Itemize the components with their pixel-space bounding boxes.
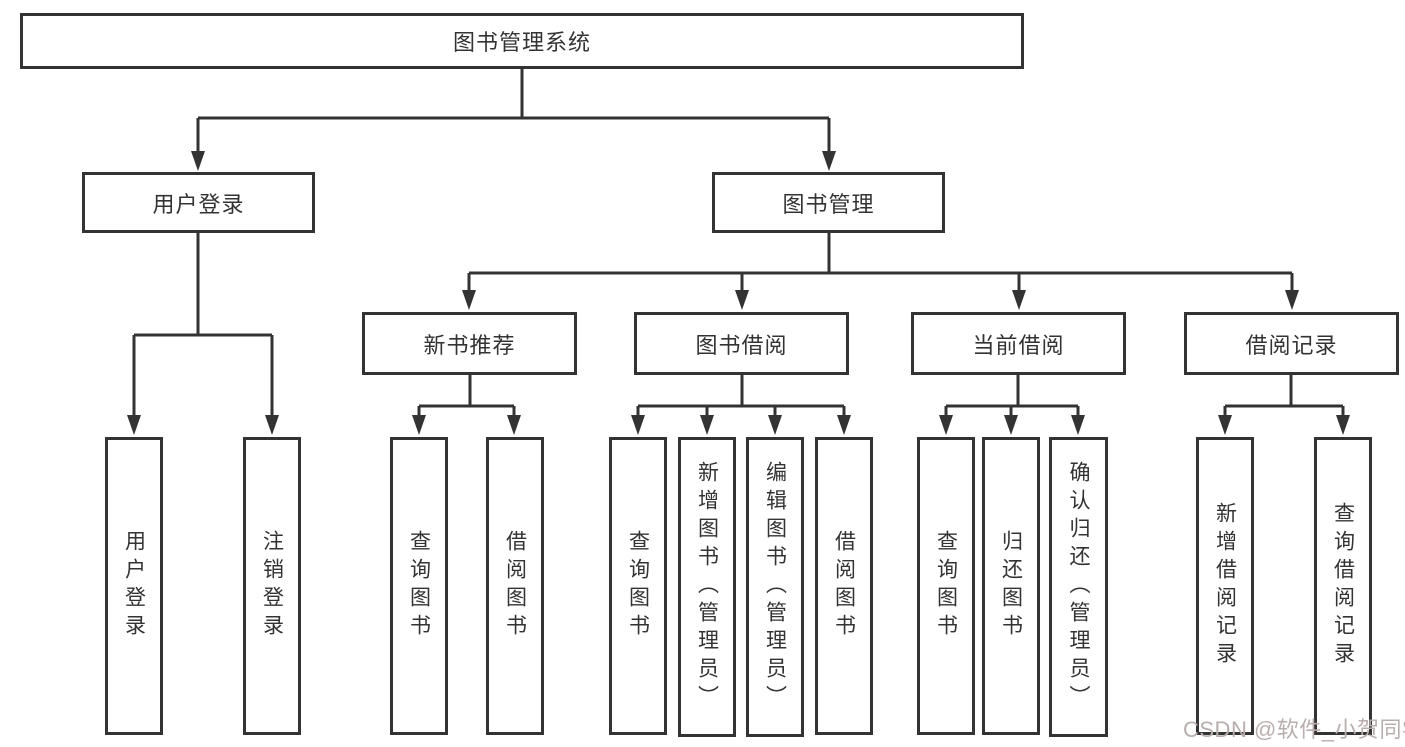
leaf-logout: 注销登录	[243, 437, 301, 735]
node-borrow-records: 借阅记录	[1184, 312, 1399, 375]
leaf-borrowing-search-books: 查询图书	[609, 437, 667, 735]
leaf-current-return-books: 归还图书	[982, 437, 1040, 735]
leaf-logout-label: 注销登录	[260, 530, 284, 642]
csdn-watermark: CSDN @软件_小贺同学	[1183, 717, 1405, 742]
node-user-login-label: 用户登录	[152, 191, 245, 217]
leaf-recommend-borrow-books: 借阅图书	[486, 437, 544, 735]
node-root-label: 图书管理系统	[452, 30, 591, 55]
leaf-records-add-record-label: 新增借阅记录	[1213, 502, 1237, 670]
node-book-borrowing-label: 图书借阅	[695, 332, 788, 358]
leaf-borrowing-search-books-label: 查询图书	[626, 530, 650, 642]
leaf-current-search-books-label: 查询图书	[934, 530, 958, 642]
node-user-login: 用户登录	[82, 172, 315, 233]
leaf-borrowing-edit-books-admin: 编辑图书（管理员）	[746, 437, 804, 737]
leaf-borrowing-edit-books-admin-label: 编辑图书（管理员）	[763, 461, 787, 713]
node-book-management-label: 图书管理	[782, 191, 875, 217]
leaf-current-confirm-return-admin-label: 确认归还（管理员）	[1067, 461, 1090, 713]
arrowheads	[127, 151, 1350, 435]
leaf-records-search-record-label: 查询借阅记录	[1331, 502, 1355, 670]
leaf-user-login-label: 用户登录	[122, 530, 146, 642]
node-book-management: 图书管理	[712, 172, 945, 233]
leaf-borrowing-add-books-admin-label: 新增图书（管理员）	[695, 461, 719, 713]
leaf-user-login: 用户登录	[105, 437, 163, 735]
leaf-current-return-books-label: 归还图书	[999, 530, 1023, 642]
leaf-borrowing-borrow-books: 借阅图书	[815, 437, 873, 735]
leaf-recommend-search-books-label: 查询图书	[407, 530, 431, 642]
node-borrow-records-label: 借阅记录	[1245, 332, 1338, 358]
leaf-records-search-record: 查询借阅记录	[1314, 437, 1372, 735]
leaf-borrowing-add-books-admin: 新增图书（管理员）	[678, 437, 736, 737]
node-new-book-recommend: 新书推荐	[362, 312, 577, 375]
leaf-records-add-record: 新增借阅记录	[1196, 437, 1254, 735]
leaf-current-search-books: 查询图书	[917, 437, 975, 735]
node-current-borrowing-label: 当前借阅	[972, 332, 1065, 358]
node-book-borrowing: 图书借阅	[634, 312, 849, 375]
leaf-recommend-borrow-books-label: 借阅图书	[503, 530, 527, 642]
leaf-borrowing-borrow-books-label: 借阅图书	[832, 530, 856, 642]
node-current-borrowing: 当前借阅	[911, 312, 1126, 375]
node-new-book-recommend-label: 新书推荐	[423, 332, 516, 358]
node-root: 图书管理系统	[20, 13, 1024, 69]
leaf-current-confirm-return-admin: 确认归还（管理员）	[1049, 437, 1108, 737]
leaf-recommend-search-books: 查询图书	[390, 437, 448, 735]
connector-paths	[132, 69, 1345, 417]
